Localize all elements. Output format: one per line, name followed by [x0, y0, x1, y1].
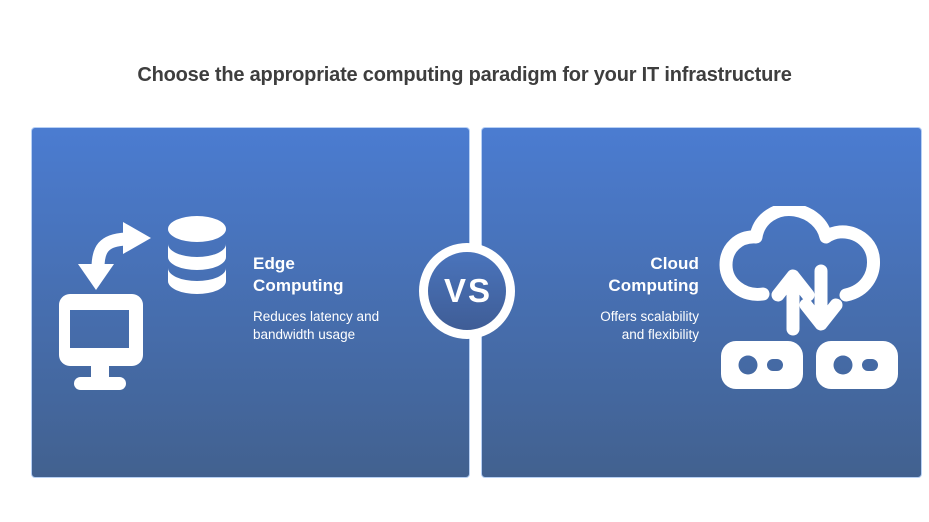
edge-computing-description: Reduces latency and bandwidth usage [253, 308, 428, 344]
upload-arrow-icon [771, 269, 815, 336]
cloud-heading-line2: Computing [608, 276, 699, 295]
edge-computing-heading: Edge Computing [253, 253, 428, 297]
sync-arrow-icon [91, 232, 133, 275]
cloud-computing-panel: Cloud Computing Offers scalability and f… [481, 127, 922, 478]
edge-computing-text-block: Edge Computing Reduces latency and bandw… [253, 253, 428, 344]
cloud-heading-line1: Cloud [650, 254, 699, 273]
cloud-data-transfer-servers-icon [713, 206, 901, 396]
cloud-computing-text-block: Cloud Computing Offers scalability and f… [514, 253, 699, 344]
download-arrow-icon [799, 264, 843, 331]
cloud-desc-line2: and flexibility [621, 327, 699, 342]
page-title: Choose the appropriate computing paradig… [137, 64, 792, 86]
edge-icon-svg [59, 216, 226, 390]
edge-desc-line1: Reduces latency and [253, 309, 380, 324]
server-box-icon [816, 341, 898, 389]
vs-label: VS [443, 272, 493, 309]
edge-heading-line1: Edge [253, 254, 295, 273]
cloud-computing-description: Offers scalability and flexibility [514, 308, 699, 344]
vs-badge: VS [419, 243, 515, 339]
edge-device-database-sync-icon [56, 206, 236, 396]
server-box-icon [721, 341, 803, 389]
cloud-desc-line1: Offers scalability [600, 309, 699, 324]
cloud-icon [719, 206, 880, 302]
edge-desc-line2: bandwidth usage [253, 327, 356, 342]
database-icon [168, 216, 226, 294]
cloud-icon-svg [719, 206, 898, 389]
sync-arrow-right-head [123, 222, 151, 254]
monitor-icon [59, 294, 143, 390]
sync-arrow-down-head [78, 264, 114, 290]
cloud-computing-heading: Cloud Computing [514, 253, 699, 297]
edge-heading-line2: Computing [253, 276, 344, 295]
edge-computing-panel: Edge Computing Reduces latency and bandw… [31, 127, 470, 478]
